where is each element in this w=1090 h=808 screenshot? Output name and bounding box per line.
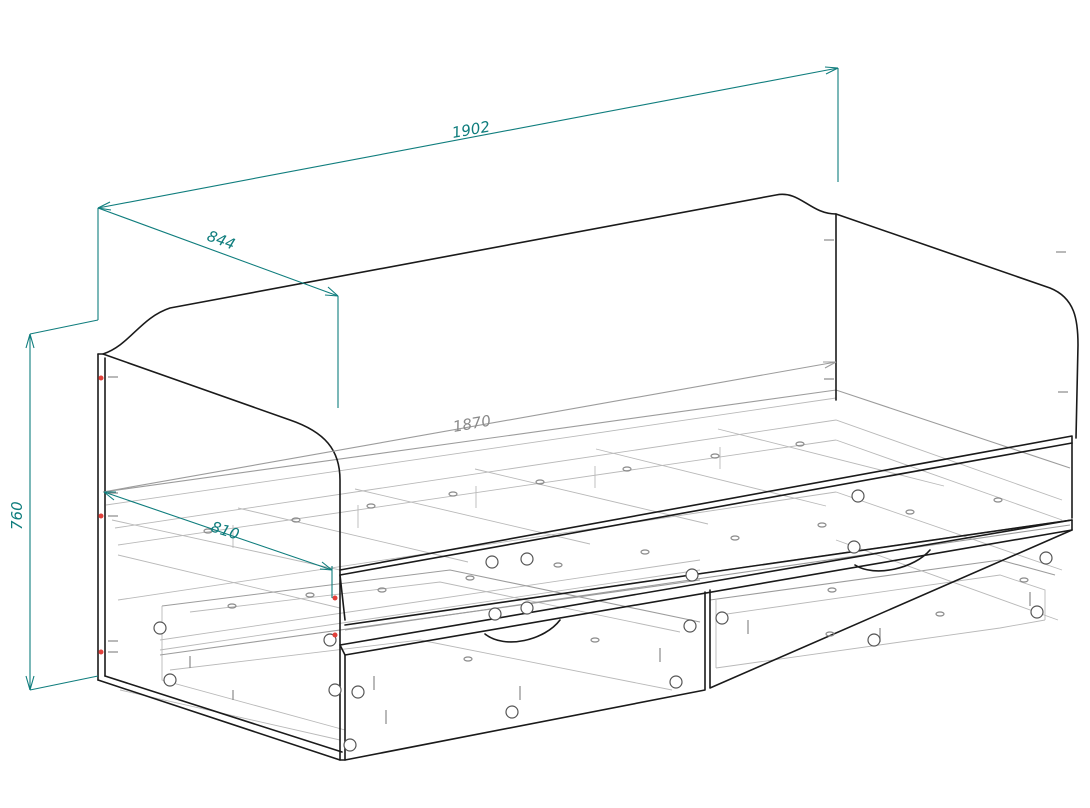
dimension-inner-length: 1870 [102,361,837,493]
casters [153,489,1053,752]
dimension-overall-length: 1902 [97,66,839,320]
bed-outline [97,193,1079,761]
red-markers [98,375,338,655]
dim-label-height: 760 [8,501,26,530]
dim-label-overall-length: 1902 [451,118,492,142]
internal-structure-lines [102,389,1071,741]
dim-label-depth: 844 [205,227,238,254]
dimension-inner-depth: 810 [103,491,333,598]
dim-label-inner-length: 1870 [452,412,493,436]
fittings [108,239,1068,724]
dimension-depth: 844 [97,207,339,408]
dim-label-inner-depth: 810 [209,518,242,544]
dimension-height: 760 [8,319,99,691]
